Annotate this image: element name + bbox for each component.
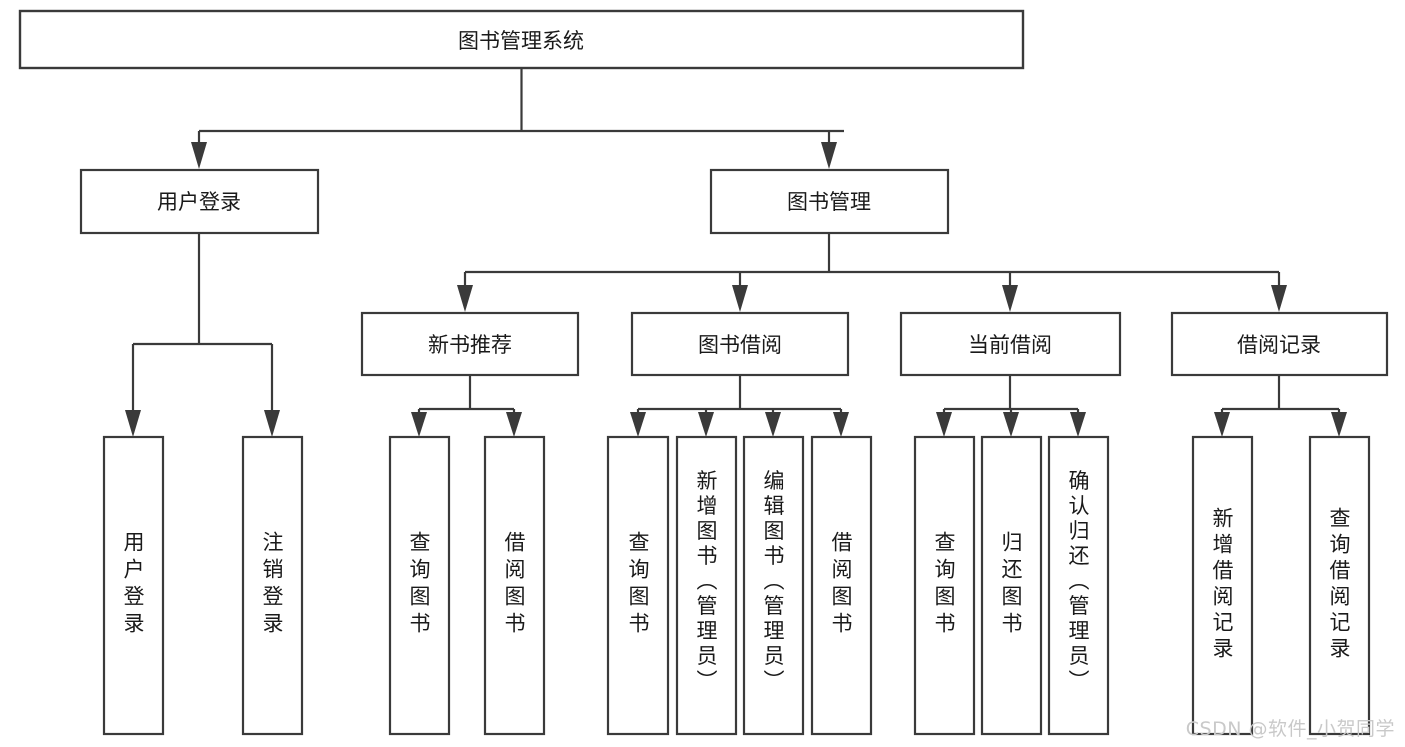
arrowhead-leaf-query-book-2 <box>630 412 646 437</box>
leaf-add-record-label: 新增借阅记录 <box>1210 507 1234 663</box>
leaf-query-book-1-label: 查询图书 <box>407 531 431 639</box>
connector-group-current-borrow <box>936 375 1086 437</box>
node-book-manage-label: 图书管理 <box>787 190 871 214</box>
leaf-user-login-label: 用户登录 <box>121 531 145 639</box>
arrowhead-leaf-query-book-3 <box>936 412 952 437</box>
node-current-borrow[interactable]: 当前借阅 <box>899 311 1122 377</box>
leaf-node-edit-book[interactable]: 编辑图书（管理员） <box>742 435 805 736</box>
leaf-node-borrow-book-1[interactable]: 借阅图书 <box>483 435 546 736</box>
arrowhead-leaf-add-record <box>1214 412 1230 437</box>
node-new-book-recommend-box[interactable] <box>360 311 580 377</box>
leaf-query-book-2-box[interactable] <box>606 435 670 736</box>
leaf-add-book-label: 新增图书（管理员） <box>694 470 718 695</box>
leaf-node-add-book[interactable]: 新增图书（管理员） <box>675 435 738 736</box>
node-root-label: 图书管理系统 <box>458 29 584 53</box>
connector-group-new-book-recommend <box>411 375 522 437</box>
leaf-borrow-book-2-box[interactable] <box>810 435 873 736</box>
leaf-query-book-2-label: 查询图书 <box>626 531 650 639</box>
leaf-add-record-box[interactable] <box>1191 435 1254 736</box>
arrowhead-leaf-query-book-1 <box>411 412 427 437</box>
leaf-node-query-book-1[interactable]: 查询图书 <box>388 435 451 736</box>
arrowhead-borrow-record <box>1271 285 1287 312</box>
leaf-node-query-book-3[interactable]: 查询图书 <box>913 435 976 736</box>
connector-group-borrow-record <box>1214 375 1347 437</box>
leaf-node-user-login[interactable]: 用户登录 <box>102 435 165 736</box>
node-book-borrow-label: 图书借阅 <box>698 333 782 357</box>
node-book-manage-box[interactable] <box>709 168 950 235</box>
leaf-return-book-label: 归还图书 <box>999 531 1023 639</box>
leaf-logout-login-label: 注销登录 <box>260 531 284 639</box>
node-new-book-recommend-label: 新书推荐 <box>428 333 512 357</box>
leaf-borrow-book-2-label: 借阅图书 <box>829 531 853 639</box>
arrowhead-current-borrow <box>1002 285 1018 312</box>
arrowhead-leaf-confirm-return <box>1070 412 1086 437</box>
leaf-borrow-book-1-label: 借阅图书 <box>502 531 526 639</box>
leaf-edit-book-box[interactable] <box>742 435 805 736</box>
node-book-borrow-box[interactable] <box>630 311 850 377</box>
arrowhead-leaf-borrow-book-2 <box>833 412 849 437</box>
leaf-add-book-box[interactable] <box>675 435 738 736</box>
leaf-node-borrow-book-2[interactable]: 借阅图书 <box>810 435 873 736</box>
arrowhead-book-manage <box>821 142 837 169</box>
node-current-borrow-box[interactable] <box>899 311 1122 377</box>
arrowhead-leaf-borrow-book-1 <box>506 412 522 437</box>
arrowhead-new-book-recommend <box>457 285 473 312</box>
leaf-query-book-3-box[interactable] <box>913 435 976 736</box>
leaf-query-book-1-box[interactable] <box>388 435 451 736</box>
leaf-borrow-book-1-box[interactable] <box>483 435 546 736</box>
arrowhead-leaf-query-record <box>1331 412 1347 437</box>
leaf-node-query-record[interactable]: 查询借阅记录 <box>1308 435 1371 736</box>
node-user-login[interactable]: 用户登录 <box>79 168 320 235</box>
leaf-confirm-return-label: 确认归还（管理员） <box>1066 470 1090 695</box>
node-borrow-record-label: 借阅记录 <box>1237 333 1321 357</box>
leaf-return-book-box[interactable] <box>980 435 1043 736</box>
leaf-node-logout-login[interactable]: 注销登录 <box>241 435 304 736</box>
node-user-login-label: 用户登录 <box>157 190 241 214</box>
node-borrow-record[interactable]: 借阅记录 <box>1170 311 1389 377</box>
node-root-box[interactable] <box>18 9 1025 70</box>
arrowhead-leaf-edit-book <box>765 412 781 437</box>
node-user-login-box[interactable] <box>79 168 320 235</box>
leaf-query-book-3-label: 查询图书 <box>932 531 956 639</box>
connector-group-user-login <box>125 233 280 437</box>
leaf-user-login-box[interactable] <box>102 435 165 736</box>
arrowhead-leaf-return-book <box>1003 412 1019 437</box>
arrowhead-user-login <box>191 142 207 169</box>
leaf-logout-login-box[interactable] <box>241 435 304 736</box>
leaf-node-return-book[interactable]: 归还图书 <box>980 435 1043 736</box>
arrowhead-book-borrow <box>732 285 748 312</box>
leaf-query-record-box[interactable] <box>1308 435 1371 736</box>
node-borrow-record-box[interactable] <box>1170 311 1389 377</box>
node-new-book-recommend[interactable]: 新书推荐 <box>360 311 580 377</box>
node-book-borrow[interactable]: 图书借阅 <box>630 311 850 377</box>
connector-group-root <box>191 68 844 169</box>
connector-group-book-manage <box>457 233 1287 312</box>
node-root[interactable]: 图书管理系统 <box>18 9 1025 70</box>
arrowhead-leaf-user-login <box>125 410 141 437</box>
leaf-query-record-label: 查询借阅记录 <box>1327 507 1351 663</box>
leaf-edit-book-label: 编辑图书（管理员） <box>761 470 785 695</box>
arrowhead-leaf-add-book <box>698 412 714 437</box>
leaf-node-query-book-2[interactable]: 查询图书 <box>606 435 670 736</box>
leaf-node-confirm-return[interactable]: 确认归还（管理员） <box>1047 435 1110 736</box>
connector-group-book-borrow <box>630 375 849 437</box>
csdn-watermark: CSDN @软件_小贺同学 <box>1185 718 1395 740</box>
leaf-node-add-record[interactable]: 新增借阅记录 <box>1191 435 1254 736</box>
leaf-confirm-return-box[interactable] <box>1047 435 1110 736</box>
arrowhead-leaf-logout-login <box>264 410 280 437</box>
node-book-manage[interactable]: 图书管理 <box>709 168 950 235</box>
node-current-borrow-label: 当前借阅 <box>968 333 1052 357</box>
